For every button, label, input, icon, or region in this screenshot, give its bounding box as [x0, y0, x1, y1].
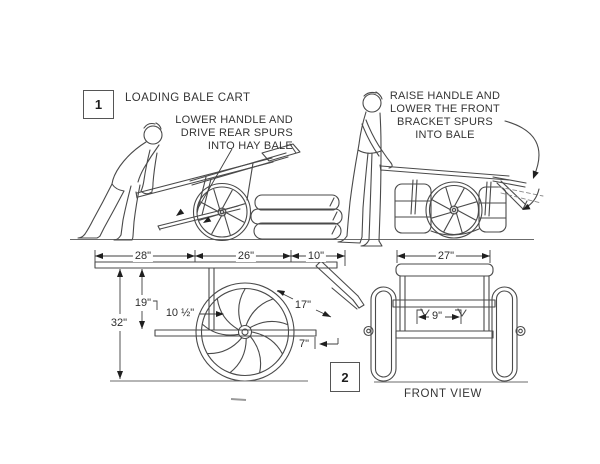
front-side-rails: [399, 275, 490, 332]
front-wheels: [363, 286, 526, 382]
dim-label-19in: 19": [132, 297, 154, 309]
note-raise-handle: RAISE HANDLE AND LOWER THE FRONT BRACKET…: [378, 90, 512, 142]
side-view-dimensions: [94, 250, 346, 379]
stray-mark: [230, 398, 247, 401]
step-1-marker: 1: [83, 90, 114, 119]
dim-label-32in: 32": [108, 317, 130, 329]
person-lowering-handle: [77, 122, 163, 241]
annotation-arrows: [176, 120, 540, 223]
note-line: INTO BALE: [415, 129, 475, 141]
support-post: [208, 267, 215, 331]
step-2-number: 2: [341, 369, 349, 385]
front-top-bar: [395, 263, 494, 277]
bracket-motion-arrow-icon: [522, 203, 531, 210]
dim-label-9in: 9": [429, 310, 445, 322]
dim-label-27in: 27": [435, 250, 457, 262]
note-line: LOWER HANDLE AND: [175, 114, 293, 126]
step-2-marker: 2: [330, 362, 360, 392]
cart-loaded: [379, 164, 544, 239]
dim-label-17in: 17": [292, 299, 314, 311]
raise-motion-curve: [504, 120, 540, 177]
note-line: DRIVE REAR SPURS: [180, 127, 293, 139]
front-bottom-board: [395, 330, 494, 339]
dim-label-26in: 26": [235, 250, 257, 262]
note-lower-handle: LOWER HANDLE AND DRIVE REAR SPURS INTO H…: [157, 114, 293, 153]
front-view-caption: FRONT VIEW: [404, 388, 482, 400]
note-line: LOWER THE FRONT: [390, 103, 500, 115]
rear-spur-arrow2-icon: [203, 216, 212, 223]
dim-label-7in: 7": [296, 338, 312, 350]
step-1-number: 1: [94, 97, 103, 112]
lower-rail: [154, 329, 317, 337]
side-view-drawing: [94, 250, 365, 401]
front-crossbar: [392, 299, 496, 308]
note-line: RAISE HANDLE AND: [389, 90, 501, 102]
dim-label-28in: 28": [132, 250, 154, 262]
front-view-dimensions: [396, 250, 491, 324]
note-line: BRACKET SPURS: [397, 116, 493, 128]
front-view-drawing: [363, 250, 528, 383]
raise-motion-arrow-icon: [532, 170, 539, 179]
deck-board: [94, 261, 338, 269]
side-wheel: [195, 282, 295, 382]
dim-label-10in: 10": [305, 250, 327, 262]
cart-tilted: [135, 143, 301, 242]
person-raising-handle: [337, 91, 393, 247]
rear-spur-arrow-icon: [176, 208, 185, 216]
leader-line-rear-spurs: [196, 148, 233, 211]
diagram-title: LOADING BALE CART: [125, 92, 251, 104]
hay-bale-pile: [250, 194, 343, 240]
note-line: INTO HAY BALE: [207, 140, 293, 152]
dim-label-10half-in: 10 ½": [163, 307, 197, 319]
